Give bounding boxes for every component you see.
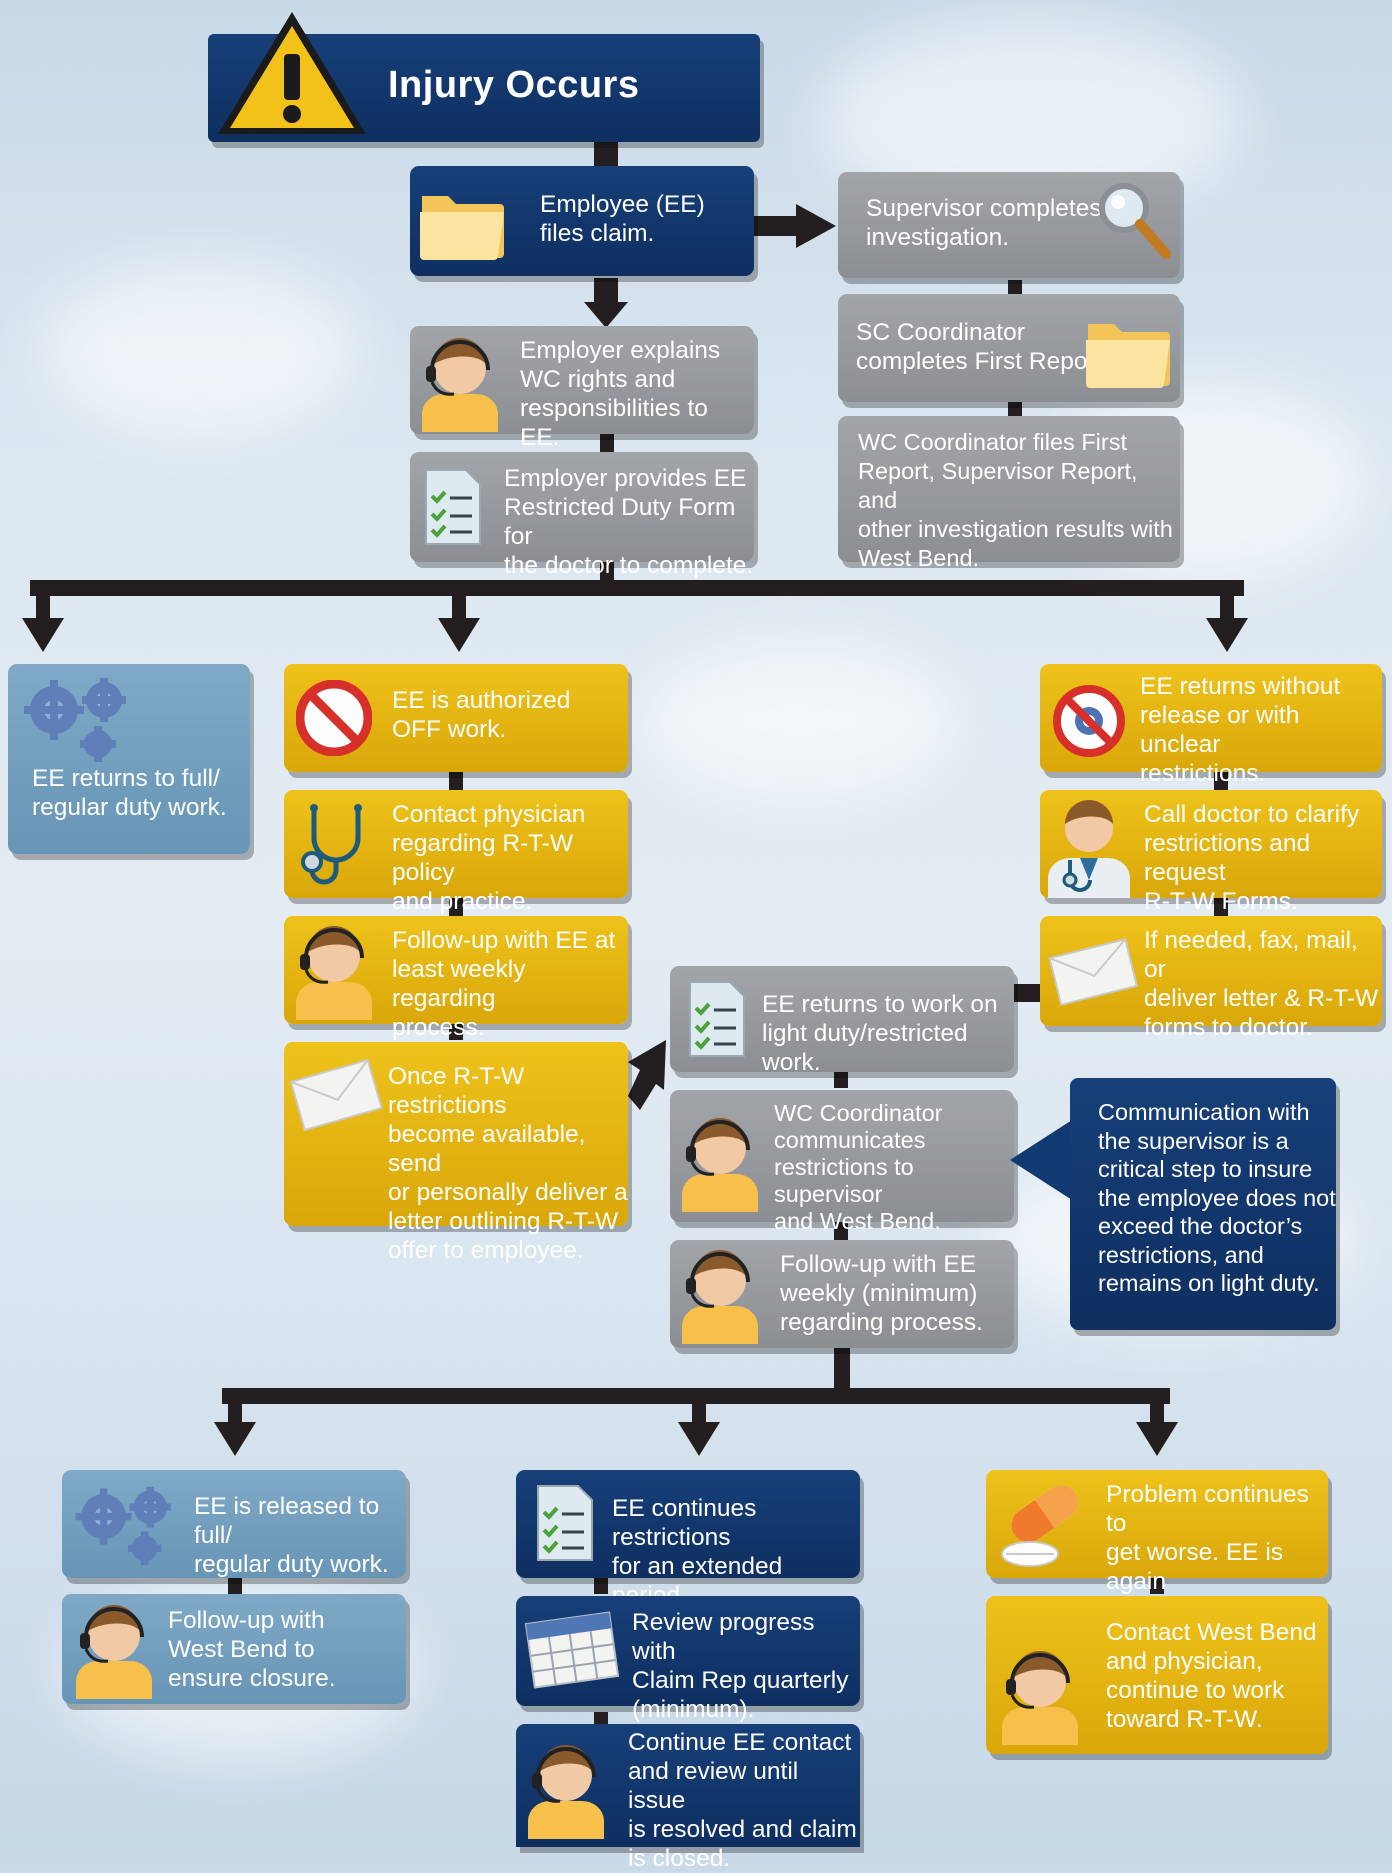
gears-icon — [75, 1486, 171, 1566]
step-authorized-off: EE is authorized OFF work. — [284, 664, 628, 772]
checklist-icon — [689, 981, 745, 1057]
magnifier-icon — [1099, 183, 1171, 259]
step-employer-explains: Employer explains WC rights and responsi… — [410, 326, 754, 451]
page-title: Injury Occurs — [388, 64, 640, 106]
person-headset-icon — [422, 338, 498, 432]
doctor-icon — [1048, 800, 1130, 898]
step-send-letter: Once R-T-W restrictions become available… — [284, 1042, 628, 1264]
step-restricted-form: Employer provides EE Restricted Duty For… — [410, 452, 754, 579]
step-first-report: SC Coordinator completes First Report. — [838, 294, 1180, 402]
step-files-claim: Employee (EE) files claim. — [410, 166, 754, 276]
step-extended-restrictions: EE continues restrictions for an extende… — [516, 1470, 860, 1609]
step-files-with-west-bend: WC Coordinator files First Report, Super… — [838, 416, 1180, 571]
no-entry-icon — [296, 680, 372, 756]
step-text: Follow-up with EE at least weekly regard… — [392, 927, 616, 1041]
person-headset-icon — [296, 926, 372, 1020]
checklist-icon — [537, 1485, 593, 1561]
step-text: Employer explains WC rights and responsi… — [520, 337, 721, 451]
step-text: Follow-up with EE weekly (minimum) regar… — [780, 1251, 983, 1336]
stethoscope-icon — [301, 804, 362, 885]
gears-icon — [24, 678, 126, 762]
person-headset-icon — [1002, 1651, 1078, 1745]
step-call-doctor: Call doctor to clarify restrictions and … — [1040, 790, 1382, 915]
step-text: Review progress with Claim Rep quarterly… — [632, 1609, 849, 1723]
person-headset-icon — [76, 1605, 152, 1699]
step-text: Employer provides EE Restricted Duty For… — [504, 465, 754, 579]
step-text: Contact West Bend and physician, continu… — [1106, 1619, 1317, 1733]
envelope-icon — [289, 1058, 383, 1132]
step-returns-unclear: EE returns without release or with uncle… — [1040, 664, 1382, 787]
callout-communication: Communication with the supervisor is a c… — [1070, 1078, 1336, 1330]
step-text: EE returns to full/ regular duty work. — [32, 765, 227, 821]
step-text: EE is authorized OFF work. — [392, 687, 571, 743]
step-text: Once R-T-W restrictions become available… — [388, 1063, 628, 1264]
person-headset-icon — [682, 1118, 758, 1212]
step-released-full: EE is released to full/ regular duty wor… — [62, 1470, 406, 1578]
step-text: SC Coordinator completes First Report. — [856, 319, 1110, 375]
warning-icon — [218, 12, 366, 134]
step-communicates: WC Coordinator communicates restrictions… — [670, 1090, 1014, 1234]
step-text: Employee (EE) files claim. — [540, 191, 705, 247]
step-continue-contact: Continue EE contact and review until iss… — [516, 1724, 860, 1872]
no-gears-icon — [1053, 685, 1125, 757]
callout-text: Communication with the supervisor is a c… — [1098, 1099, 1336, 1296]
step-contact-west-bend: Contact West Bend and physician, continu… — [986, 1596, 1328, 1754]
step-text: EE is released to full/ regular duty wor… — [194, 1493, 389, 1578]
step-text: EE returns without release or with uncle… — [1140, 673, 1341, 787]
step-full-duty: EE returns to full/ regular duty work. — [8, 664, 250, 854]
step-text: Supervisor completes investigation. — [866, 195, 1102, 251]
step-text: If needed, fax, mail, or deliver letter … — [1144, 927, 1379, 1041]
person-headset-icon — [682, 1250, 758, 1344]
step-text: Call doctor to clarify restrictions and … — [1144, 801, 1360, 915]
checklist-icon — [425, 469, 481, 545]
step-ensure-closure: Follow-up with West Bend to ensure closu… — [62, 1594, 406, 1704]
step-text: Follow-up with West Bend to ensure closu… — [168, 1607, 336, 1692]
step-followup-weekly: Follow-up with EE at least weekly regard… — [284, 916, 628, 1041]
step-gets-worse: Problem continues to get worse. EE is ag… — [986, 1470, 1328, 1624]
step-supervisor-investigation: Supervisor completes investigation. — [838, 172, 1180, 278]
step-text: WC Coordinator files First Report, Super… — [858, 429, 1173, 571]
calendar-icon — [524, 1611, 620, 1689]
step-text: Contact physician regarding R-T-W policy… — [392, 801, 586, 915]
step-text: WC Coordinator communicates restrictions… — [774, 1100, 943, 1234]
step-light-duty: EE returns to work on light duty/restric… — [670, 966, 1014, 1076]
step-followup-minimum: Follow-up with EE weekly (minimum) regar… — [670, 1240, 1014, 1348]
step-review-quarterly: Review progress with Claim Rep quarterly… — [516, 1596, 860, 1723]
step-fax-mail: If needed, fax, mail, or deliver letter … — [1040, 916, 1382, 1041]
callout-pointer — [1010, 1120, 1072, 1200]
step-text: EE returns to work on light duty/restric… — [762, 991, 998, 1076]
step-contact-physician: Contact physician regarding R-T-W policy… — [284, 790, 628, 915]
folder-icon — [420, 196, 504, 260]
folder-icon — [1086, 324, 1170, 388]
step-text: Continue EE contact and review until iss… — [628, 1729, 857, 1872]
step-text: EE continues restrictions for an extende… — [612, 1495, 783, 1609]
pills-icon — [1001, 1485, 1079, 1567]
arrowheads — [22, 204, 1248, 1456]
person-headset-icon — [528, 1745, 604, 1839]
envelope-icon — [1048, 938, 1138, 1006]
